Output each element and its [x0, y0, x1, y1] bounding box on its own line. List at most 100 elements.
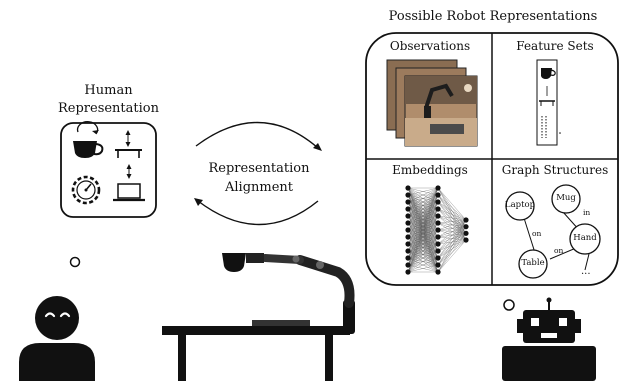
network-edge: [407, 243, 439, 273]
network-node: [435, 248, 441, 254]
graph-node-table: [518, 249, 548, 279]
network-edge: [437, 201, 467, 221]
network-edge: [407, 222, 439, 273]
network-edge: [407, 187, 439, 231]
network-node: [463, 230, 469, 236]
network-node: [435, 241, 441, 247]
network-edge: [437, 239, 467, 273]
network-edge: [437, 215, 467, 234]
network-edge: [407, 187, 439, 259]
alignment-label-line1: Representation: [208, 161, 310, 176]
network-node: [405, 185, 411, 191]
network-edge: [437, 222, 467, 234]
network-edge: [437, 229, 467, 234]
graph-node-hand-label: Hand: [573, 233, 597, 243]
network-edge: [407, 194, 439, 273]
network-node: [435, 220, 441, 226]
network-node: [435, 227, 441, 233]
network-node: [463, 217, 469, 223]
network-edge: [437, 219, 467, 238]
alignment-label: Representation Alignment: [189, 159, 329, 197]
network-edge: [407, 187, 439, 210]
network-edge: [407, 187, 439, 196]
network-edge: [407, 187, 439, 252]
human-thought-bubble: [69, 256, 81, 268]
panel-title-graph-structures: Graph Structures: [501, 163, 609, 177]
network-node: [405, 255, 411, 261]
graph-node-hand: [569, 223, 601, 255]
held-mug: [222, 253, 246, 272]
network-edge: [407, 187, 439, 266]
network-edge: [437, 215, 467, 221]
network-edge: [437, 215, 467, 227]
observation-frames: [386, 59, 478, 147]
embedding-network-nodes: [405, 185, 469, 275]
network-edge: [437, 219, 467, 245]
network-node: [405, 227, 411, 233]
network-edge: [437, 208, 467, 234]
network-edge: [407, 215, 439, 273]
network-edge: [407, 257, 439, 273]
network-edge: [437, 219, 467, 273]
graph-node-laptop-label: Laptop: [504, 200, 536, 210]
network-node: [435, 192, 441, 198]
network-node: [405, 213, 411, 219]
network-edge: [437, 208, 467, 221]
network-edge: [407, 187, 439, 245]
feature-set-icons: [536, 59, 561, 146]
network-edge: [407, 250, 439, 273]
graph-node-laptop: [505, 191, 535, 221]
table-height-icon: [115, 130, 142, 158]
network-node: [405, 241, 411, 247]
graph-structure: [505, 184, 601, 279]
network-edge: [407, 208, 439, 273]
network-edge: [407, 236, 439, 273]
network-node: [405, 199, 411, 205]
graph-node-table-label: Table: [521, 258, 545, 268]
robot-representations-title: Possible Robot Representations: [388, 9, 598, 24]
network-edge: [437, 222, 467, 241]
network-node: [435, 206, 441, 212]
scene-table: [162, 320, 350, 381]
network-node: [435, 255, 441, 261]
network-node: [405, 262, 411, 268]
laptop-height-icon: [113, 164, 145, 202]
graph-edge-hand-table: on: [554, 246, 564, 255]
alignment-arrow-bottom: [194, 198, 319, 226]
network-edge: [407, 264, 439, 273]
network-node: [435, 213, 441, 219]
network-node: [405, 220, 411, 226]
graph-node-mug: [551, 184, 581, 214]
network-edge: [407, 187, 439, 238]
robot-figure: [502, 297, 596, 381]
human-label-line1: Human: [84, 83, 133, 98]
graph-node-mug-label: Mug: [556, 193, 576, 203]
network-node: [405, 206, 411, 212]
network-edge: [437, 187, 467, 221]
network-edge: [407, 187, 439, 224]
graph-edge-mug-hand: in: [583, 208, 591, 217]
network-edge: [437, 236, 467, 241]
network-edge: [437, 215, 467, 241]
mug-rotate-icon: [73, 121, 104, 158]
network-node: [405, 192, 411, 198]
network-node: [435, 199, 441, 205]
network-edge: [407, 201, 439, 273]
human-representation-box: [60, 122, 157, 218]
panel-title-embeddings: Embeddings: [392, 163, 468, 177]
network-edge: [437, 222, 467, 227]
network-edge: [437, 194, 467, 221]
network-node: [435, 234, 441, 240]
network-node: [405, 234, 411, 240]
network-edge: [437, 219, 467, 252]
robot-thought-bubble: [503, 299, 515, 311]
network-node: [435, 185, 441, 191]
network-edge: [407, 187, 439, 203]
network-edge: [407, 229, 439, 273]
human-label-line2: Representation: [57, 101, 159, 116]
network-edge: [437, 219, 467, 266]
network-node: [435, 262, 441, 268]
gear-speed-icon: [71, 175, 101, 205]
